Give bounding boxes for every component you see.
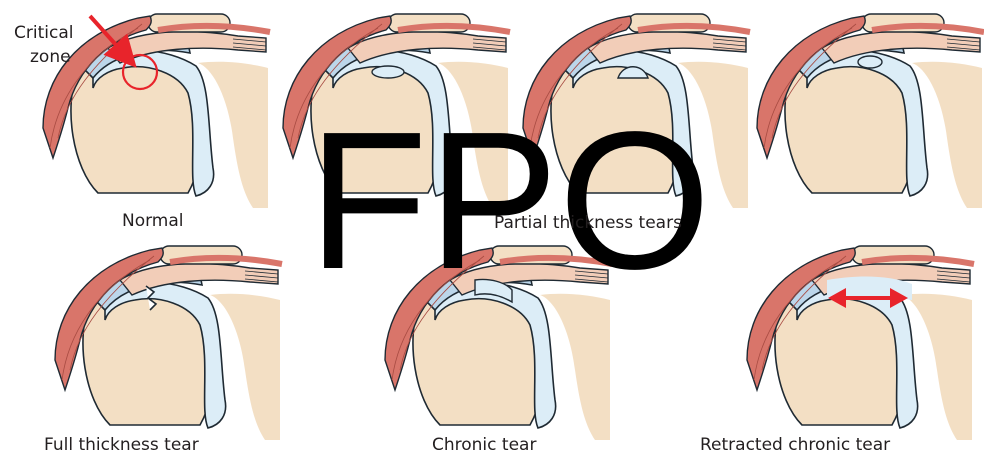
label-partial-thickness: Partial thickness tears — [494, 213, 682, 233]
label-critical-line2: zone — [30, 47, 71, 67]
label-chronic: Chronic tear — [432, 435, 536, 455]
panel-partial-3 — [757, 14, 984, 208]
label-retracted-chronic: Retracted chronic tear — [700, 435, 890, 455]
panel-full-thickness — [55, 246, 282, 440]
label-normal: Normal — [122, 211, 184, 231]
panel-retracted-chronic — [747, 246, 974, 440]
panel-normal — [43, 14, 270, 208]
label-critical-line1: Critical — [14, 23, 73, 43]
label-full-thickness: Full thickness tear — [44, 435, 199, 455]
fpo-watermark: FPO — [308, 91, 711, 310]
